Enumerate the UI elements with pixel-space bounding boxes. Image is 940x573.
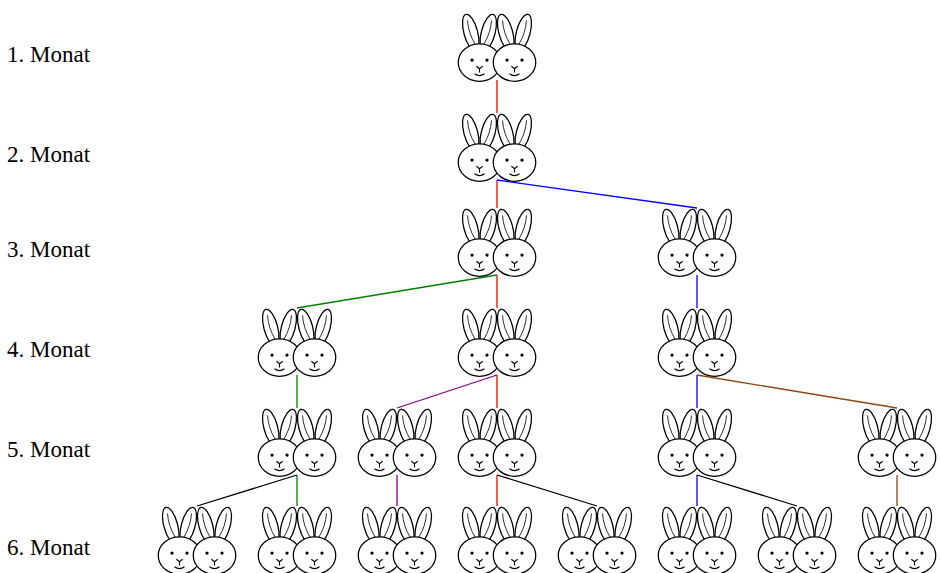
lineage-line (497, 180, 697, 208)
lineage-line (296, 475, 297, 506)
lineage-line (896, 475, 897, 506)
rabbit-pair (358, 408, 436, 477)
lineage-line (497, 475, 597, 506)
month-label: 6. Monat (7, 535, 90, 561)
lineage-line (696, 275, 697, 308)
rabbit-pairs (158, 13, 936, 573)
lineage-line (496, 180, 497, 208)
lineage-line (496, 375, 497, 408)
rabbit-pair (658, 208, 736, 277)
rabbit-pair (658, 408, 736, 477)
lineage-line (697, 475, 797, 506)
month-label: 5. Monat (7, 437, 90, 463)
month-label: 4. Monat (7, 337, 90, 363)
rabbit-pair (158, 506, 236, 573)
rabbit-pair (758, 506, 836, 573)
rabbit-pair (358, 506, 436, 573)
month-label: 3. Monat (7, 237, 90, 263)
lineage-line (496, 275, 497, 308)
lineage-line (496, 475, 497, 506)
lineage-line (696, 375, 697, 408)
rabbit-pair (658, 308, 736, 377)
rabbit-pair (258, 308, 336, 377)
rabbit-pair (858, 506, 936, 573)
rabbit-pair (258, 506, 336, 573)
rabbit-pair (458, 506, 536, 573)
rabbit-pair (458, 308, 536, 377)
rabbit-pair (458, 208, 536, 277)
rabbit-pair (458, 113, 536, 182)
lineage-line (696, 475, 697, 506)
rabbit-pair (558, 506, 636, 573)
lineage-lines (197, 80, 897, 506)
lineage-line (697, 375, 897, 408)
rabbit-pair (658, 506, 736, 573)
lineage-line (397, 375, 497, 408)
rabbit-pair (458, 13, 536, 82)
rabbit-pair (858, 408, 936, 477)
lineage-line (297, 275, 497, 308)
lineage-line (197, 475, 297, 506)
month-label: 1. Monat (7, 42, 90, 68)
rabbit-pair (258, 408, 336, 477)
lineage-line (296, 375, 297, 408)
rabbit-pair (458, 408, 536, 477)
month-label: 2. Monat (7, 142, 90, 168)
lineage-line (496, 80, 497, 113)
lineage-line (396, 475, 397, 506)
